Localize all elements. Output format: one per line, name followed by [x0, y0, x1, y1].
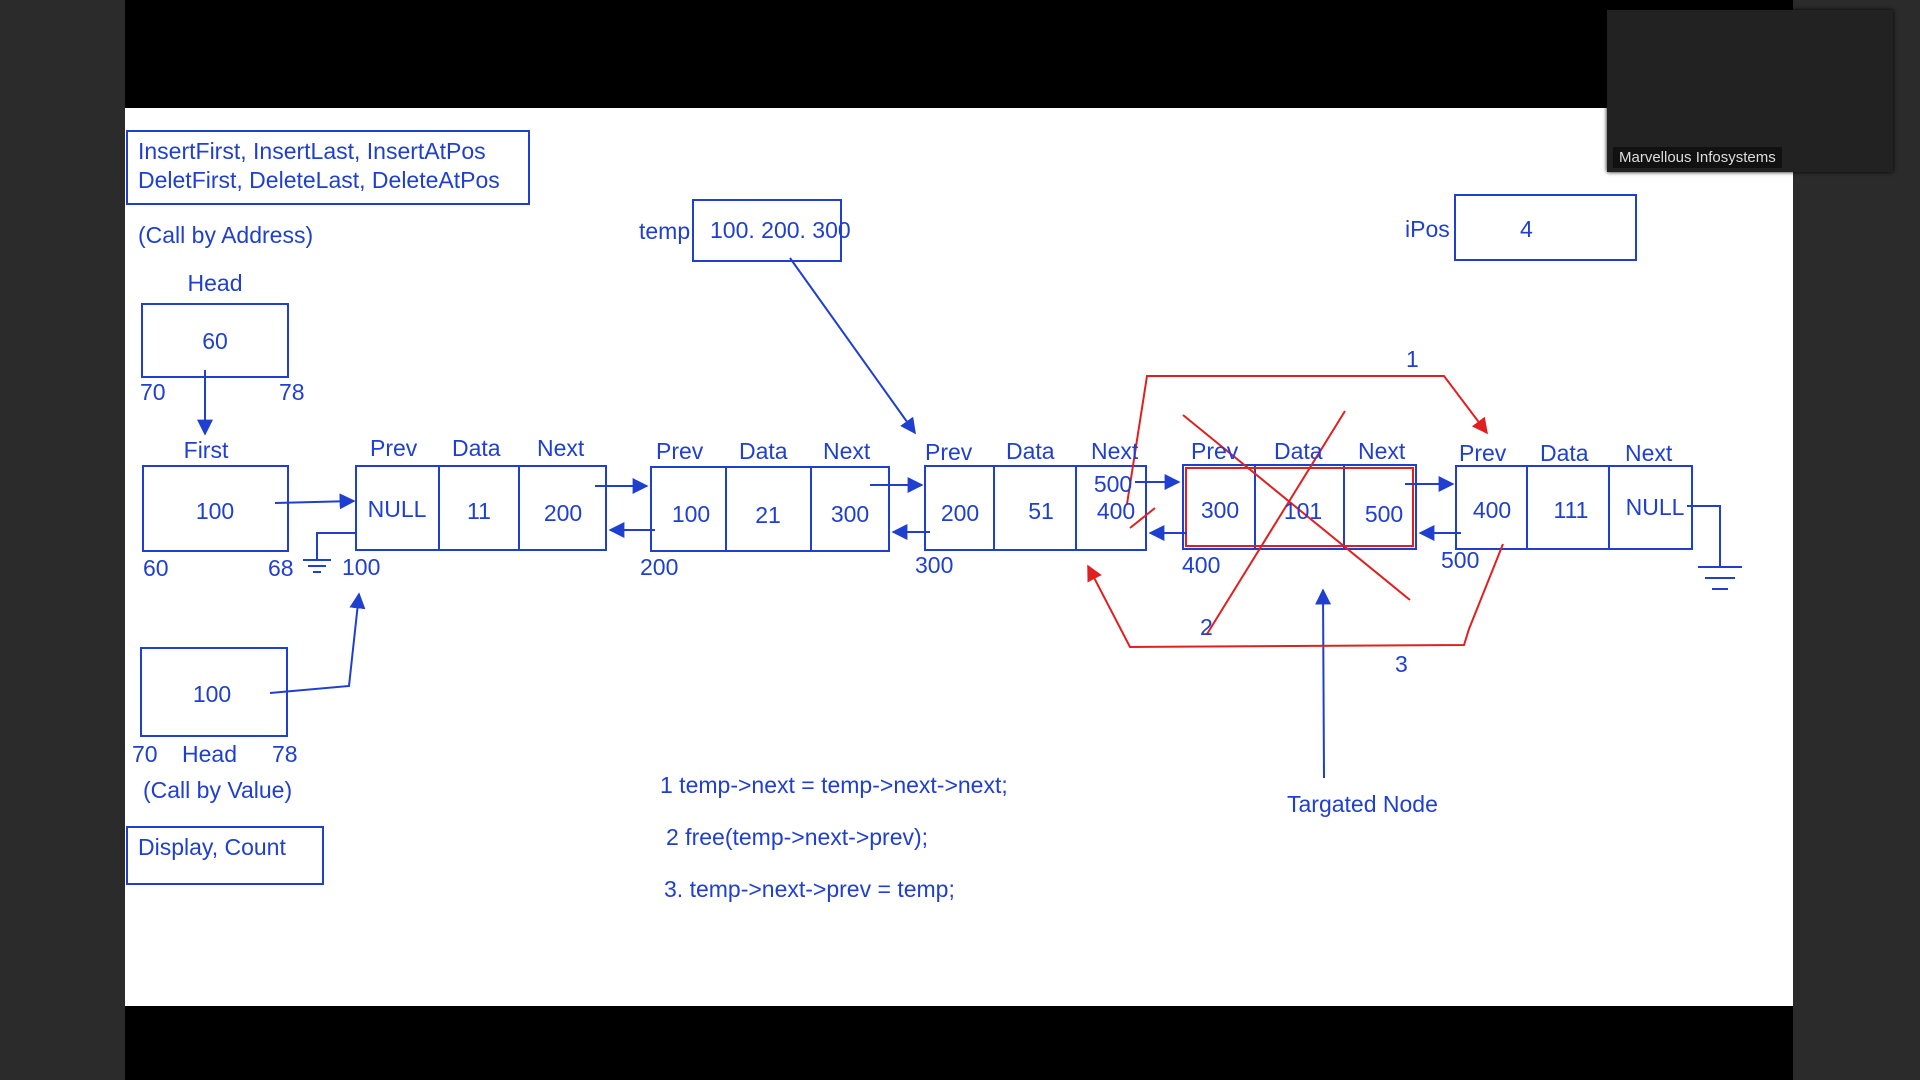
node3-data: 51 [1028, 498, 1054, 524]
node4-prev-header: Prev [1191, 438, 1239, 464]
first-addr-right: 68 [268, 555, 294, 581]
first-value: 100 [196, 498, 234, 524]
temp-label: temp [639, 218, 690, 244]
ops-line1: InsertFirst, InsertLast, InsertAtPos [138, 138, 486, 164]
operations-box [126, 130, 530, 205]
node2-address: 200 [640, 554, 678, 580]
head-cbv-label: Head [182, 741, 237, 767]
ipos-label: iPos [1405, 216, 1450, 242]
node2-data: 21 [755, 502, 781, 528]
display-count-label: Display, Count [138, 834, 286, 860]
head-cbv-addr-left: 70 [132, 741, 158, 767]
call-by-value-label: (Call by Value) [143, 777, 292, 803]
ipos-box [1454, 194, 1637, 261]
node4-prev: 300 [1201, 497, 1239, 523]
head-addr-left: 70 [140, 379, 166, 405]
node4-data-header: Data [1274, 438, 1323, 464]
node-100 [355, 465, 607, 551]
node5-next: NULL [1626, 494, 1685, 520]
head-cbv-addr-right: 78 [272, 741, 298, 767]
node1-address: 100 [342, 554, 380, 580]
node3-data-header: Data [1006, 438, 1055, 464]
node5-next-header: Next [1625, 440, 1673, 466]
webcam-overlay: Marvellous Infosystems [1607, 10, 1893, 172]
head-label: Head [188, 270, 243, 296]
node3-next-header: Next [1091, 438, 1139, 464]
targeted-node-label: Targated Node [1287, 791, 1438, 817]
display-count-box [126, 826, 324, 885]
slide: InsertFirst, InsertLast, InsertAtPos Del… [125, 108, 1793, 1006]
first-label: First [184, 437, 229, 463]
node5-data: 111 [1554, 497, 1589, 523]
node1-prev: NULL [368, 496, 427, 522]
targeted-node-highlight [1185, 467, 1414, 547]
node2-next: 300 [831, 501, 869, 527]
node5-prev: 400 [1473, 497, 1511, 523]
node3-address: 300 [915, 552, 953, 578]
node2-data-header: Data [739, 438, 788, 464]
node4-address: 400 [1182, 552, 1220, 578]
node-200 [650, 466, 890, 552]
head-cbv-value: 100 [193, 681, 231, 707]
node5-prev-header: Prev [1459, 440, 1507, 466]
node3-prev-header: Prev [925, 439, 973, 465]
node1-data: 11 [467, 498, 491, 524]
head-value: 60 [202, 328, 228, 354]
step-3-text: 3. temp->next->prev = temp; [664, 876, 955, 902]
step-1-text: 1 temp->next = temp->next->next; [660, 772, 1008, 798]
node3-prev: 200 [941, 500, 979, 526]
node5-address: 500 [1441, 547, 1479, 573]
node3-next-new: 500 [1094, 471, 1132, 497]
node-300 [924, 465, 1147, 551]
temp-box [692, 199, 842, 262]
node1-prev-header: Prev [370, 435, 418, 461]
ipos-value: 4 [1520, 216, 1533, 242]
node3-next: 400 [1097, 498, 1135, 524]
node-400 [1182, 464, 1417, 550]
first-addr-left: 60 [143, 555, 169, 581]
node2-prev-header: Prev [656, 438, 704, 464]
linked-list-diagram: InsertFirst, InsertLast, InsertAtPos Del… [126, 130, 1742, 902]
first-box [142, 465, 289, 552]
node1-data-header: Data [452, 435, 501, 461]
node-500 [1455, 465, 1693, 550]
step-marker-3: 3 [1395, 651, 1408, 677]
head-box [141, 303, 289, 378]
node1-next: 200 [544, 500, 582, 526]
node2-next-header: Next [823, 438, 871, 464]
step-2-text: 2 free(temp->next->prev); [666, 824, 928, 850]
node1-next-header: Next [537, 435, 585, 461]
call-by-address-label: (Call by Address) [138, 222, 313, 248]
node4-data: 101 [1284, 498, 1322, 524]
ops-line2: DeletFirst, DeleteLast, DeleteAtPos [138, 167, 500, 193]
node4-next: 500 [1365, 501, 1403, 527]
step-marker-2: 2 [1200, 614, 1213, 640]
temp-value: 100. 200. 300 [710, 217, 851, 243]
node4-next-header: Next [1358, 438, 1406, 464]
webcam-label: Marvellous Infosystems [1613, 147, 1782, 168]
node5-data-header: Data [1540, 440, 1589, 466]
node2-prev: 100 [672, 501, 710, 527]
step-marker-1: 1 [1406, 346, 1419, 372]
head-addr-right: 78 [279, 379, 305, 405]
